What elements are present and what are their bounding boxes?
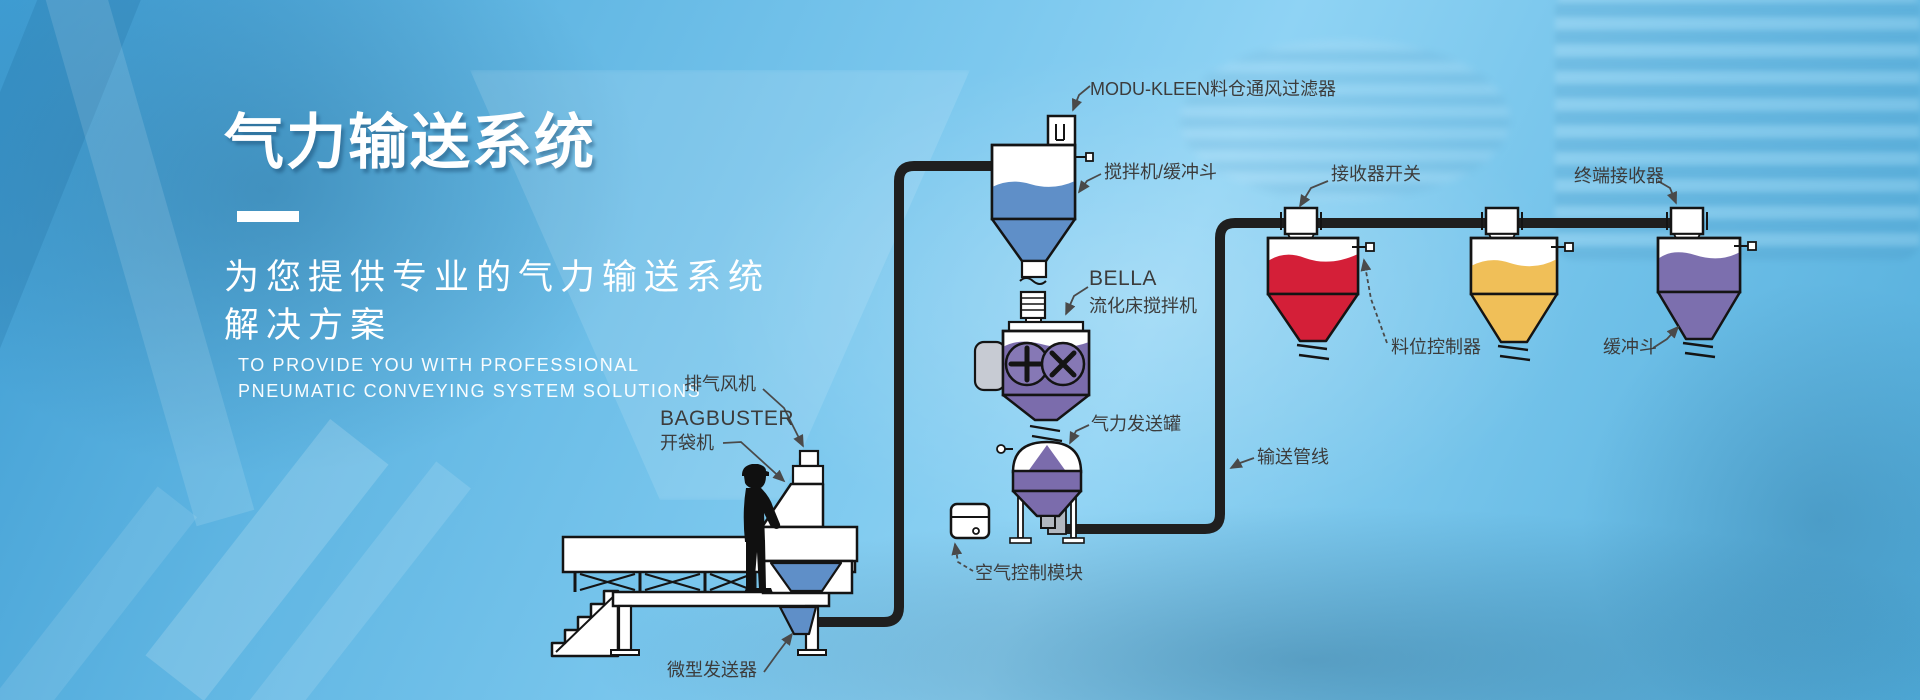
- stairs: [550, 589, 620, 658]
- receiver-yellow: [1469, 206, 1574, 362]
- label-level-controller: 料位控制器: [1391, 337, 1481, 357]
- label-exhaust-fan: 排气风机: [684, 374, 756, 394]
- work-platform: [610, 590, 831, 656]
- subtitle-line-2: 解决方案: [224, 306, 393, 345]
- leader-lines: [722, 85, 1680, 673]
- subtitle-line-1: 为您提供专业的气力输送系统: [224, 258, 771, 297]
- label-mixer-buffer-hopper: 搅拌机/缓冲斗: [1104, 162, 1218, 182]
- receiver-red: [1266, 206, 1375, 361]
- label-sending-tank: 气力发送罐: [1091, 414, 1181, 434]
- label-buffer-hopper: 缓冲斗: [1603, 337, 1657, 357]
- label-micro-sender: 微型发送器: [667, 660, 757, 680]
- receiver-purple: [1656, 206, 1757, 359]
- title-divider: [237, 211, 299, 222]
- subtitle-english-line-1: TO PROVIDE YOU WITH PROFESSIONAL: [238, 355, 640, 375]
- mixer-buffer-hopper: [990, 143, 1094, 285]
- label-terminal-receiver: 终端接收器: [1574, 166, 1664, 186]
- modu-kleen-filter: [1046, 114, 1077, 150]
- micro-sender: [778, 605, 818, 636]
- conveying-pipeline: [1050, 218, 1690, 534]
- bagbuster-machine: [758, 449, 859, 595]
- bella-mixer: [973, 320, 1091, 443]
- air-control-module: [949, 502, 991, 540]
- pipe-to-mixer-hopper: [806, 161, 992, 627]
- label-bella: BELLA: [1089, 267, 1157, 290]
- sending-tank: [996, 440, 1085, 544]
- label-bagbuster: BAGBUSTER: [660, 407, 795, 430]
- label-air-control-module: 空气控制模块: [975, 563, 1083, 583]
- label-conveying-pipeline: 输送管线: [1257, 447, 1329, 467]
- label-receiver-switch: 接收器开关: [1331, 164, 1421, 184]
- label-fluidized-bed-mixer: 流化床搅拌机: [1089, 296, 1197, 316]
- label-modu-kleen-filter: MODU-KLEEN料仓通风过滤器: [1090, 79, 1337, 99]
- label-bag-opener: 开袋机: [660, 433, 714, 453]
- person-silhouette: [742, 464, 781, 593]
- subtitle-english-line-2: PNEUMATIC CONVEYING SYSTEM SOLUTIONS: [238, 381, 702, 401]
- page-title: 气力输送系统: [224, 109, 596, 176]
